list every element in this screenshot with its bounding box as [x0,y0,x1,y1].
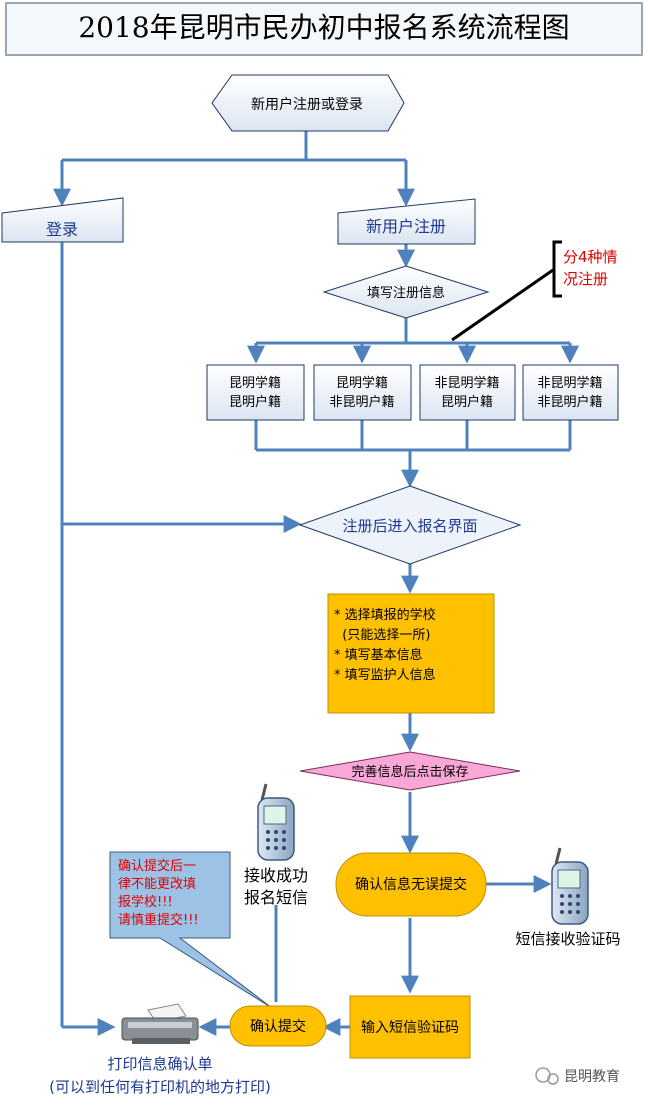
apply-item-1: * 选择填报的学校 [334,607,436,623]
apply-items-box [327,593,495,714]
page-title: 2018年昆明市民办初中报名系统流程图 [78,11,569,44]
login-node-label: 登录 [46,220,78,239]
phone-icon-right [551,847,589,925]
case-boxes: 昆明学籍 昆明户籍 昆明学籍 非昆明户籍 非昆明学籍 昆明户籍 非昆明学籍 非昆… [206,364,619,421]
confirm-submit-label: 确认信息无误提交 [355,876,467,893]
print-note: (可以到任何有打印机的地方打印) [49,1078,271,1096]
case-4-line2: 非昆明户籍 [537,394,602,410]
new-register-label: 新用户注册 [366,217,446,236]
input-code-node [349,995,471,1059]
case-1-line2: 昆明户籍 [229,394,281,410]
confirm-node [229,1005,327,1047]
case-box-1 [206,364,305,421]
printer-icon [121,1003,199,1044]
print-label: 打印信息确认单 [107,1055,212,1073]
start-node-label: 新用户注册或登录 [251,96,363,113]
case-1-line1: 昆明学籍 [229,375,281,391]
save-node [299,751,521,791]
confirm-submit-node [335,852,487,917]
case-2-line1: 昆明学籍 [336,375,388,391]
apply-item-4: * 填写监护人信息 [334,667,436,683]
warning-line3: 报学校!!! [118,894,173,910]
case-3-line1: 非昆明学籍 [434,375,499,391]
warning-line1: 确认提交后一 [118,858,196,874]
warning-line2: 律不能更改填 [118,877,196,892]
login-node [1,197,124,243]
warning-line4: 请慎重提交!!! [118,912,199,928]
note-pointer-line [451,268,554,342]
case-4-line1: 非昆明学籍 [537,375,602,391]
case-2-line2: 非昆明户籍 [329,394,394,410]
confirm-label: 确认提交 [250,1018,306,1035]
phone-icon-sms [257,783,295,861]
connectors [53,128,579,1036]
note-cases-line1: 分4种情 [563,248,618,266]
start-node [211,74,405,132]
note-bracket [552,240,562,298]
case-3-line2: 昆明户籍 [441,394,493,410]
fill-register-node [322,265,490,319]
receive-sms-line1: 接收成功 [244,866,308,885]
apply-item-2: (只能选择一所) [334,628,430,643]
enter-apply-node [298,485,522,565]
fill-register-label: 填写注册信息 [367,285,445,301]
watermark-text: 昆明教育 [564,1069,620,1085]
title-box [5,2,643,56]
apply-item-3: * 填写基本信息 [334,647,423,663]
new-register-node [337,198,476,245]
warning-callout [109,851,273,1009]
input-code-label: 输入短信验证码 [361,1020,459,1036]
case-box-3 [419,364,516,421]
sms-code-receive-label: 短信接收验证码 [515,930,620,948]
enter-apply-label: 注册后进入报名界面 [342,517,477,535]
case-box-2 [313,364,412,421]
case-box-4 [522,364,619,421]
save-label: 完善信息后点击保存 [351,764,468,780]
receive-sms-line2: 报名短信 [244,888,308,907]
watermark: 昆明教育 [535,1067,620,1085]
note-cases-line2: 况注册 [563,270,608,288]
